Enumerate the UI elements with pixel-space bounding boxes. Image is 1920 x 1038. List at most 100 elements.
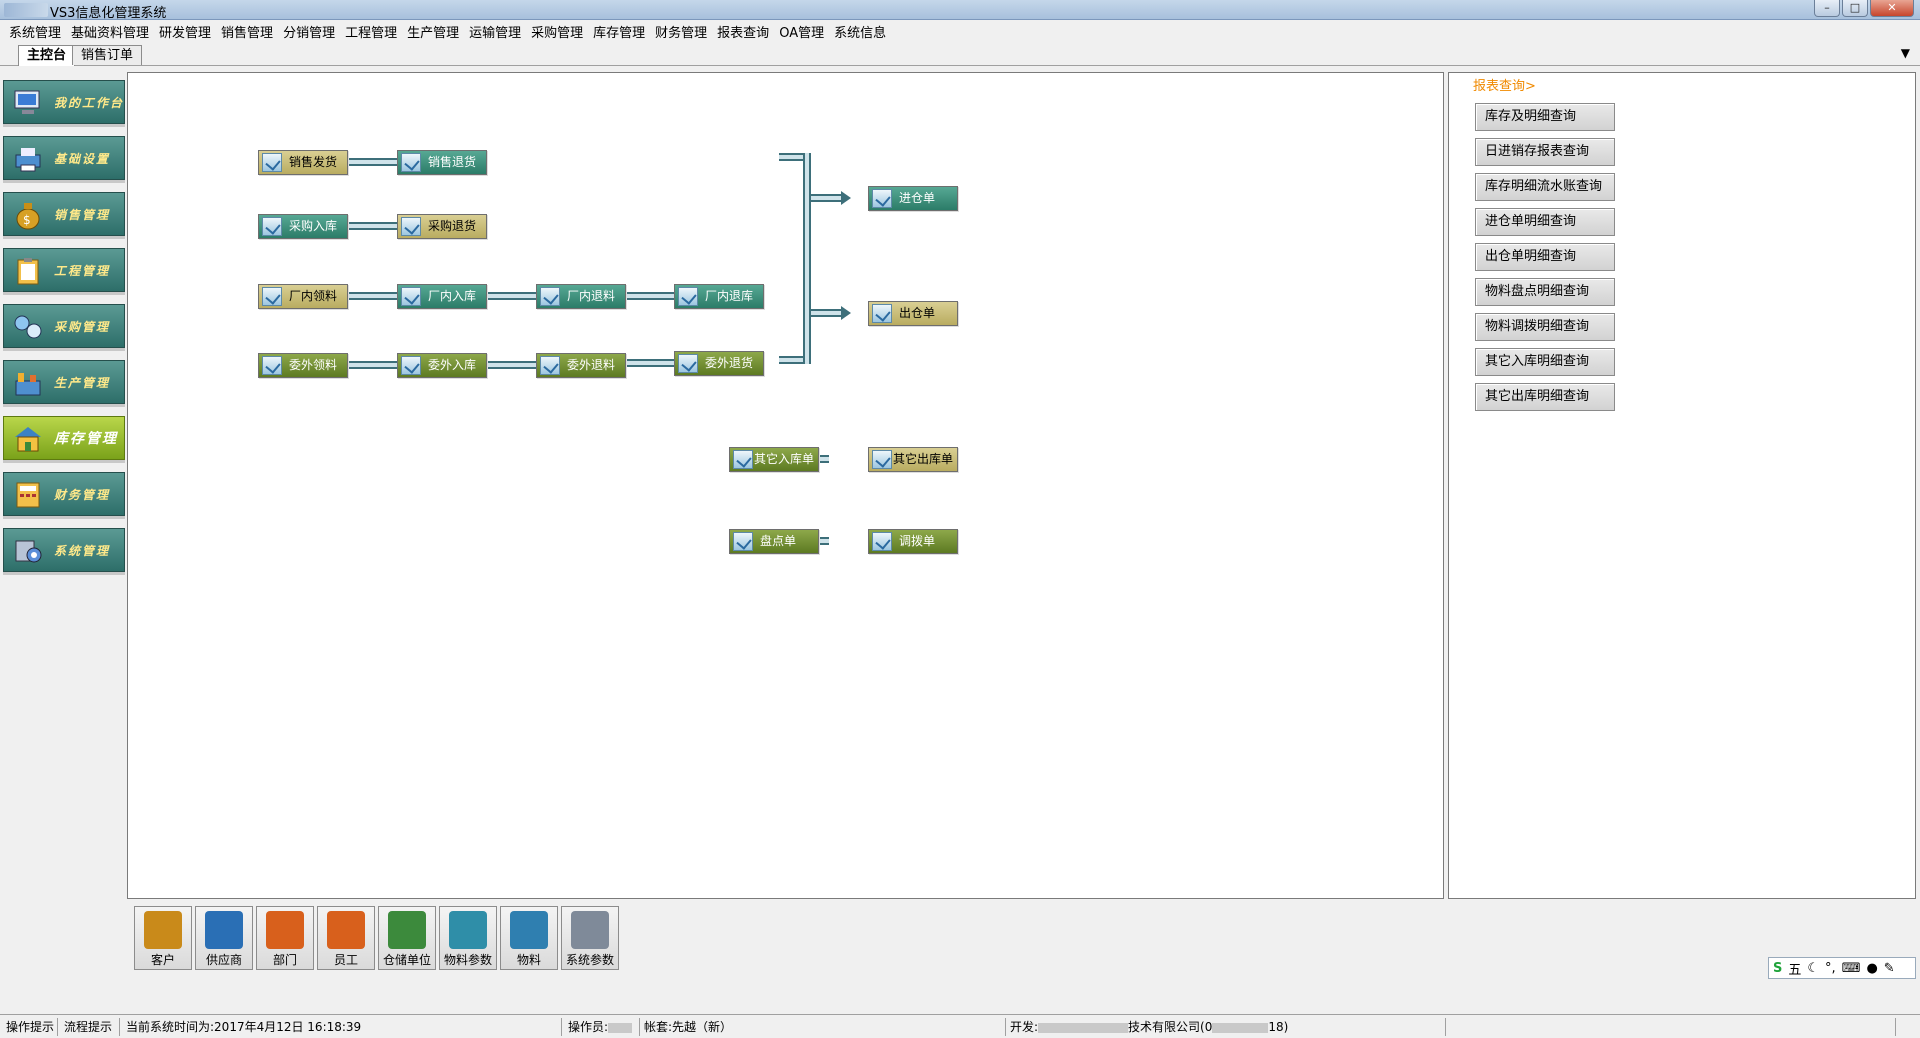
warehouse-icon — [15, 427, 41, 452]
ime-mode[interactable]: 五 — [1788, 962, 1802, 978]
sidebar-item-finance[interactable]: 财务管理 — [3, 472, 125, 516]
money-bag-icon: $ — [16, 203, 40, 230]
status-operation-hint[interactable]: 操作提示 — [2, 1018, 58, 1036]
menu-engineering[interactable]: 工程管理 — [345, 25, 398, 41]
menu-basic-data[interactable]: 基础资料管理 — [71, 25, 150, 41]
report-daily-stock-button[interactable]: 日进销存报表查询 — [1475, 138, 1615, 166]
flow-outsource-return-material-button[interactable]: 委外退料 — [536, 353, 626, 378]
menu-sales[interactable]: 销售管理 — [221, 25, 274, 41]
menu-system-info[interactable]: 系统信息 — [834, 25, 887, 41]
flow-outsource-in-button[interactable]: 委外入库 — [397, 353, 487, 378]
flow-connector — [811, 194, 841, 202]
report-transfer-detail-button[interactable]: 物料调拨明细查询 — [1475, 313, 1615, 341]
computer-icon — [14, 90, 40, 114]
employee-icon — [327, 911, 365, 949]
minimize-button[interactable]: – — [1814, 0, 1840, 17]
wrench-icon[interactable]: ✎ — [1883, 960, 1895, 976]
menu-rnd[interactable]: 研发管理 — [159, 25, 212, 41]
sidebar-item-inventory[interactable]: 库存管理 — [3, 416, 125, 460]
user-icon[interactable]: ● — [1866, 960, 1878, 976]
flow-connector — [625, 292, 675, 300]
network-icon — [14, 315, 42, 339]
menu-finance[interactable]: 财务管理 — [655, 25, 708, 41]
sidebar-item-label: 基础设置 — [54, 152, 111, 166]
flow-sales-delivery-button[interactable]: 销售发货 — [258, 150, 348, 175]
flow-internal-in-button[interactable]: 厂内入库 — [397, 284, 487, 309]
flow-connector — [779, 356, 803, 364]
quick-customer-button[interactable]: 客户 — [134, 906, 192, 970]
flow-other-in-button[interactable]: 其它入库单 — [729, 447, 819, 472]
close-button[interactable]: ✕ — [1870, 0, 1914, 17]
report-in-detail-button[interactable]: 进仓单明细查询 — [1475, 208, 1615, 236]
sidebar-item-engineering[interactable]: 工程管理 — [3, 248, 125, 292]
quick-button-label: 系统参数 — [565, 953, 614, 967]
punctuation-icon[interactable]: °, — [1825, 960, 1836, 976]
flow-purchase-in-button[interactable]: 采购入库 — [258, 214, 348, 239]
report-other-in-detail-button[interactable]: 其它入库明细查询 — [1475, 348, 1615, 376]
sidebar-item-system[interactable]: 系统管理 — [3, 528, 125, 572]
tab-sales-order[interactable]: 销售订单 — [72, 45, 143, 65]
report-stock-detail-button[interactable]: 库存及明细查询 — [1475, 103, 1615, 131]
sidebar-item-purchase[interactable]: 采购管理 — [3, 304, 125, 348]
status-flow-hint[interactable]: 流程提示 — [60, 1018, 120, 1036]
tab-dashboard[interactable]: 主控台 — [18, 45, 76, 66]
flow-other-out-button[interactable]: 其它出库单 — [868, 447, 958, 472]
flow-connector — [348, 158, 398, 166]
menu-inventory[interactable]: 库存管理 — [593, 25, 646, 41]
document-check-icon — [733, 450, 753, 469]
ime-toolbar[interactable]: S 五 ☾ °, ⌨ ● ✎ — [1768, 957, 1916, 979]
status-developer-prefix: 开发: — [1010, 1020, 1039, 1034]
sidebar-item-basic-settings[interactable]: 基础设置 — [3, 136, 125, 180]
flow-transfer-button[interactable]: 调拨单 — [868, 529, 958, 554]
flow-outsource-pick-button[interactable]: 委外领料 — [258, 353, 348, 378]
flow-connector — [811, 309, 841, 317]
sidebar-item-production[interactable]: 生产管理 — [3, 360, 125, 404]
quick-material-button[interactable]: 物料 — [500, 906, 558, 970]
flow-internal-pick-button[interactable]: 厂内领料 — [258, 284, 348, 309]
flow-stocktake-button[interactable]: 盘点单 — [729, 529, 819, 554]
svg-text:$: $ — [23, 213, 31, 227]
quick-employee-button[interactable]: 员工 — [317, 906, 375, 970]
redacted-text — [608, 1022, 633, 1033]
flow-internal-return-material-button[interactable]: 厂内退料 — [536, 284, 626, 309]
report-stock-ledger-button[interactable]: 库存明细流水账查询 — [1475, 173, 1615, 201]
document-check-icon — [262, 217, 282, 236]
sidebar-item-label: 系统管理 — [54, 544, 111, 558]
menu-reports[interactable]: 报表查询 — [717, 25, 770, 41]
menu-distribution[interactable]: 分销管理 — [283, 25, 336, 41]
quick-supplier-button[interactable]: 供应商 — [195, 906, 253, 970]
flow-outsource-return-goods-button[interactable]: 委外退货 — [674, 351, 764, 376]
report-other-out-detail-button[interactable]: 其它出库明细查询 — [1475, 383, 1615, 411]
menu-system[interactable]: 系统管理 — [9, 25, 62, 41]
status-developer-end: 18) — [1268, 1020, 1289, 1034]
tab-dropdown-icon[interactable]: ▼ — [1900, 46, 1910, 60]
flow-warehouse-in-button[interactable]: 进仓单 — [868, 186, 958, 211]
report-out-detail-button[interactable]: 出仓单明细查询 — [1475, 243, 1615, 271]
menu-purchase[interactable]: 采购管理 — [531, 25, 584, 41]
quick-system-params-button[interactable]: 系统参数 — [561, 906, 619, 970]
flow-warehouse-out-button[interactable]: 出仓单 — [868, 301, 958, 326]
sidebar-item-my-workbench[interactable]: 我的工作台 — [3, 80, 125, 124]
flow-purchase-return-button[interactable]: 采购退货 — [397, 214, 487, 239]
flow-internal-return-stock-button[interactable]: 厂内退库 — [674, 284, 764, 309]
menu-oa[interactable]: OA管理 — [779, 25, 825, 41]
sidebar-item-label: 生产管理 — [54, 376, 111, 390]
sidebar-item-label: 销售管理 — [54, 208, 111, 222]
document-check-icon — [401, 153, 421, 172]
keyboard-icon[interactable]: ⌨ — [1841, 960, 1861, 976]
flow-connector — [803, 153, 811, 364]
document-check-icon — [262, 287, 282, 306]
flow-sales-return-button[interactable]: 销售退货 — [397, 150, 487, 175]
menu-transport[interactable]: 运输管理 — [469, 25, 522, 41]
maximize-button[interactable]: □ — [1842, 0, 1868, 17]
quick-storage-unit-button[interactable]: 仓储单位 — [378, 906, 436, 970]
customer-icon — [144, 911, 182, 949]
document-check-icon — [678, 287, 698, 306]
document-check-icon — [401, 287, 421, 306]
quick-department-button[interactable]: 部门 — [256, 906, 314, 970]
sidebar-item-sales[interactable]: $ 销售管理 — [3, 192, 125, 236]
report-stocktake-detail-button[interactable]: 物料盘点明细查询 — [1475, 278, 1615, 306]
quick-material-params-button[interactable]: 物料参数 — [439, 906, 497, 970]
menu-production[interactable]: 生产管理 — [407, 25, 460, 41]
moon-icon[interactable]: ☾ — [1807, 960, 1820, 976]
